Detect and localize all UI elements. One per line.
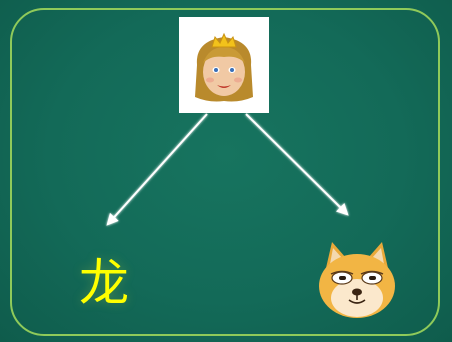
diagram-frame — [10, 8, 440, 336]
node-label-left: 龙 — [79, 254, 129, 312]
doge-emoji-icon — [319, 242, 395, 318]
doge-node — [312, 234, 402, 324]
princess-emoji-icon — [195, 32, 253, 102]
princess-node — [179, 17, 269, 113]
edge-top-to-left — [106, 113, 208, 226]
edge-top-to-right — [245, 113, 349, 216]
